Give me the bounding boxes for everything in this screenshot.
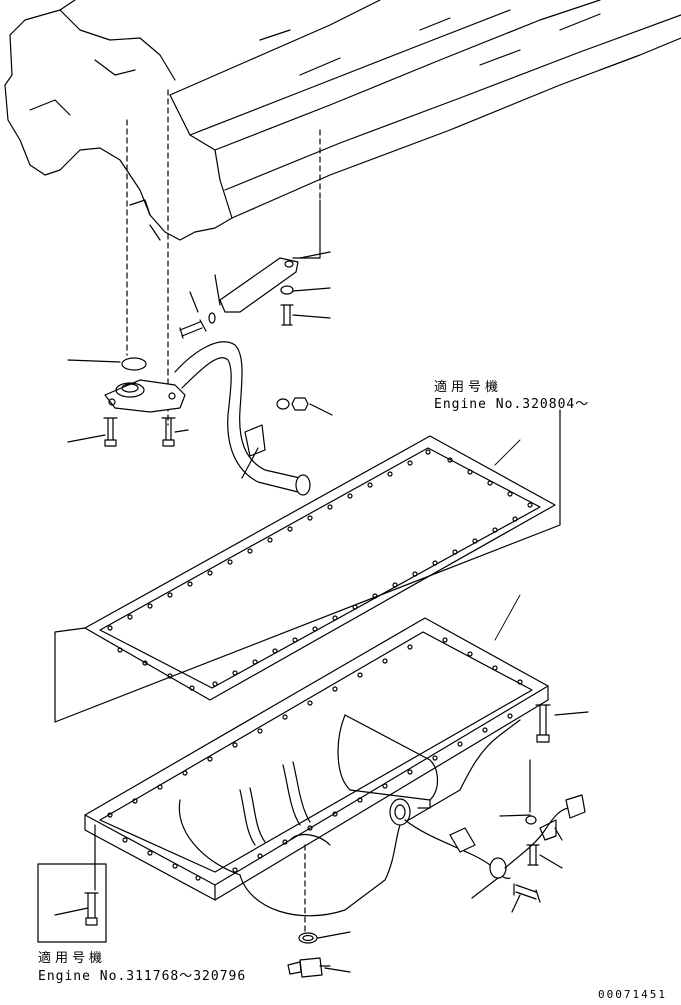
oil-pan [84,617,549,917]
lower-applicable-label-jp: 適用号機 [38,951,107,966]
oil-suction-pipe [103,319,311,496]
pipe-bracket [208,257,309,411]
leader-lines-upper [67,199,333,479]
upper-applicable-label-jp: 適用号機 [434,380,503,395]
lower-callout-box [37,863,107,943]
engine-block [4,0,681,241]
lower-applicable-engine-range: Engine No.311768～320796 [38,969,247,984]
drain-plug [287,932,331,978]
oil-level-sensor [404,704,586,903]
oil-pan-gasket [84,435,556,701]
leader-lines-lower [54,711,589,973]
drawing-number: 00071451 [598,988,667,1001]
upper-applicable-engine-range: Engine No.320804～ [434,397,590,412]
upper-callout-box [54,409,561,723]
